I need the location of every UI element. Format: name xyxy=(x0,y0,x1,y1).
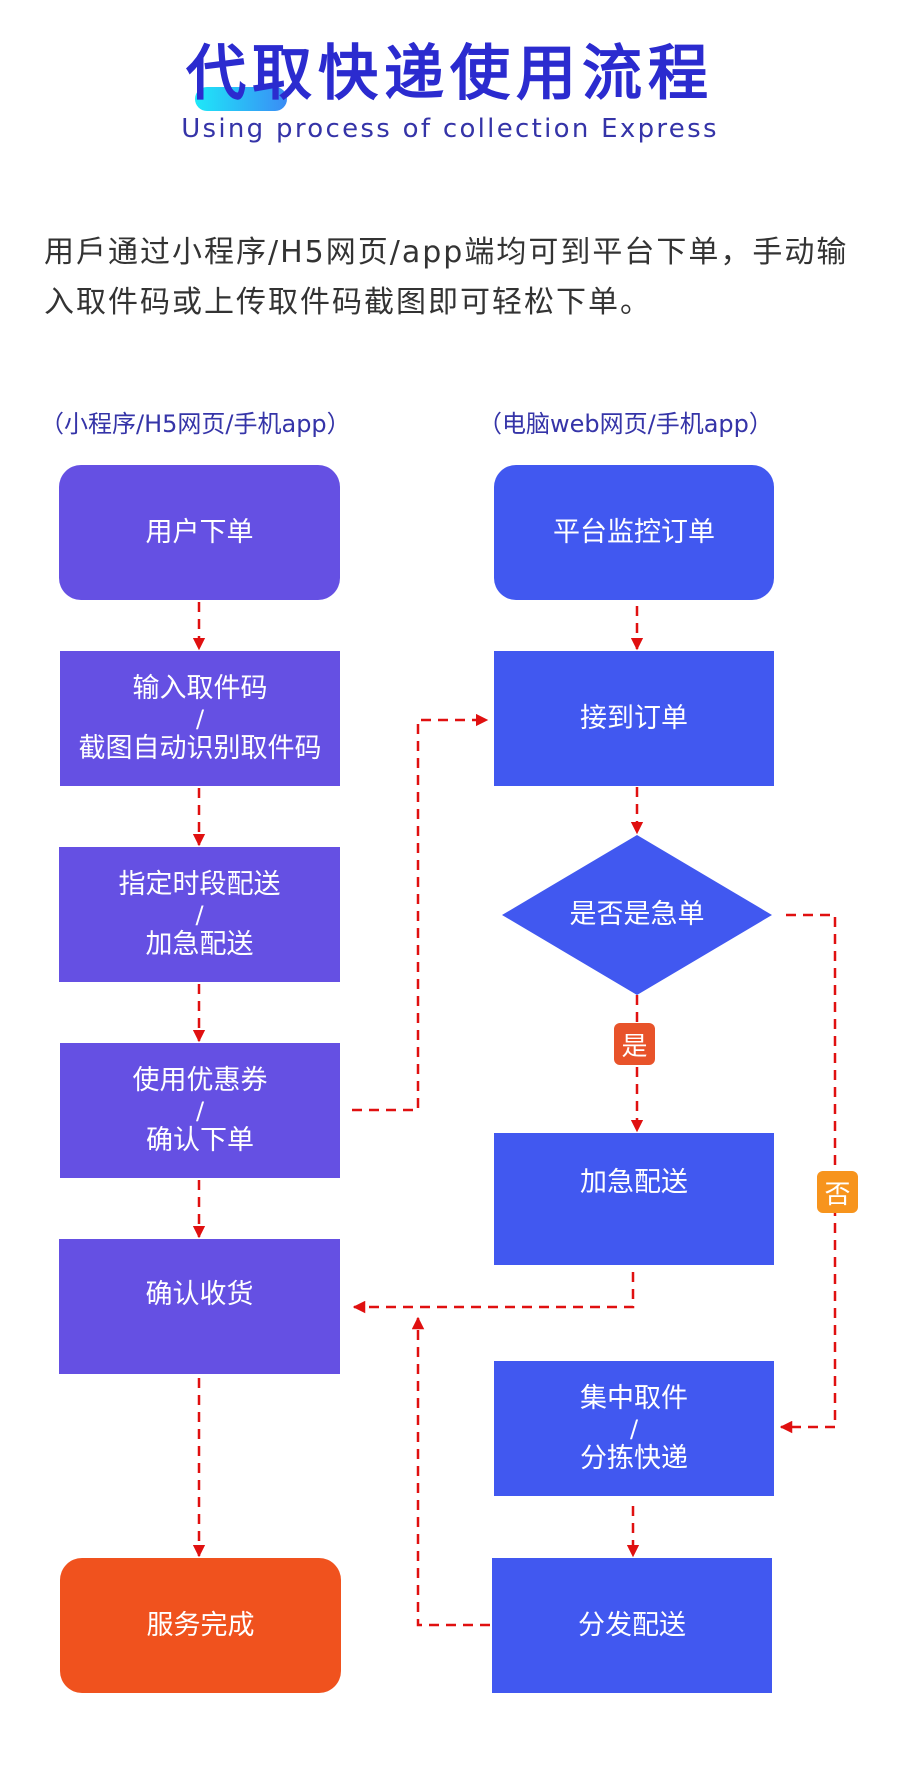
connector-no-branch xyxy=(779,913,837,1434)
node-label: 加急配送 xyxy=(580,1167,688,1198)
node-receive-order: 接到订单 xyxy=(494,651,774,786)
node-label: 指定时段配送 xyxy=(118,868,281,900)
intro-text: 用戶通过小程序/H5网页/app端均可到平台下单，手动输入取件码或上传取件码截图… xyxy=(44,235,849,320)
node-label: 服务完成 xyxy=(146,1609,255,1641)
node-label: 确认下单 xyxy=(146,1124,254,1156)
node-label: 集中取件 xyxy=(580,1382,688,1414)
node-user-order: 用户下单 xyxy=(59,465,340,600)
decision-label: 是否是急单 xyxy=(569,899,705,930)
title-accent-pill xyxy=(195,87,287,111)
connector-coupon-to-receive xyxy=(352,713,489,1112)
node-is-urgent: 是否是急单 xyxy=(502,895,772,935)
node-separator: / xyxy=(195,704,205,733)
node-separator: / xyxy=(195,1096,205,1125)
node-service-complete: 服务完成 xyxy=(60,1558,341,1693)
node-confirm-receipt: 确认收货 xyxy=(59,1239,340,1374)
node-monitor-orders: 平台监控订单 xyxy=(494,465,774,600)
yes-badge: 是 xyxy=(614,1023,655,1065)
page-subtitle: Using process of collection Express xyxy=(181,114,719,144)
node-urgent-delivery: 加急配送 xyxy=(494,1133,774,1265)
node-label: 确认收货 xyxy=(145,1279,254,1310)
no-badge: 否 xyxy=(817,1171,858,1213)
node-label: 截图自动识别取件码 xyxy=(78,732,322,764)
node-label: 加急配送 xyxy=(145,928,254,960)
node-label: 分发配送 xyxy=(578,1609,686,1641)
node-schedule-delivery: 指定时段配送 / 加急配送 xyxy=(59,847,340,982)
connector-dispatch-to-receipt xyxy=(411,1316,490,1627)
node-dispatch-delivery: 分发配送 xyxy=(492,1558,772,1693)
node-separator: / xyxy=(195,900,204,929)
node-separator: / xyxy=(629,1414,639,1443)
node-label: 接到订单 xyxy=(580,702,688,734)
node-label: 平台监控订单 xyxy=(553,516,715,548)
connector-urgent-to-receipt xyxy=(352,1272,635,1314)
page-title: 代取快递使用流程 xyxy=(186,39,714,109)
node-label: 分拣快递 xyxy=(580,1442,688,1474)
node-label: 输入取件码 xyxy=(132,672,268,704)
node-batch-pickup: 集中取件 / 分拣快递 xyxy=(494,1361,774,1496)
node-label: 使用优惠券 xyxy=(132,1064,268,1096)
decision-diamond-shape xyxy=(502,835,772,995)
node-label: 用户下单 xyxy=(145,516,254,548)
node-enter-code: 输入取件码 / 截图自动识别取件码 xyxy=(60,651,340,786)
node-use-coupon: 使用优惠券 / 确认下单 xyxy=(60,1043,340,1178)
left-column-label: （小程序/H5网页/手机app） xyxy=(40,410,351,438)
right-column-label: （电脑web网页/手机app） xyxy=(478,410,773,438)
